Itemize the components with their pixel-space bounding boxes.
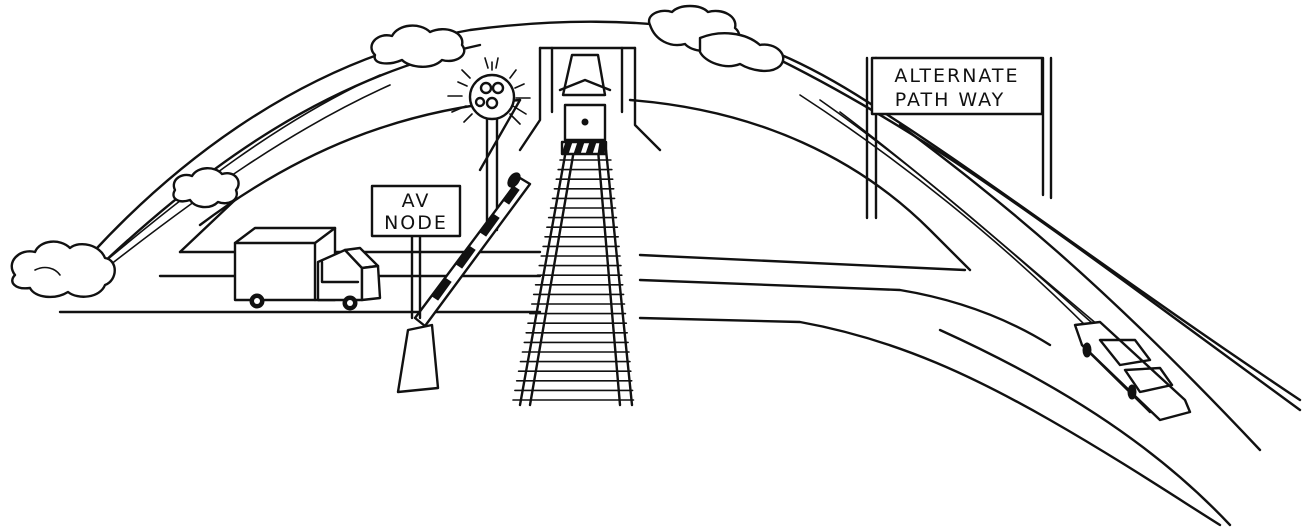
alternate-pathway-sign-line2: PATH WAY	[895, 89, 1006, 111]
alternate-pathway-sign-line1: ALTERNATE	[894, 65, 1019, 87]
truck-icon	[235, 228, 380, 310]
ground-roads	[60, 100, 1220, 525]
smoke-cloud-icon	[12, 6, 783, 297]
alternate-pathway-sign: ALTERNATE PATH WAY	[867, 58, 1051, 218]
race-car-icon	[1075, 322, 1190, 420]
railroad-track-icon	[513, 142, 634, 405]
av-node-sign-line1: AV	[402, 190, 431, 212]
tunnel-icon	[520, 48, 660, 150]
track-barrier	[562, 142, 606, 154]
av-node-sign-line2: NODE	[384, 212, 448, 234]
